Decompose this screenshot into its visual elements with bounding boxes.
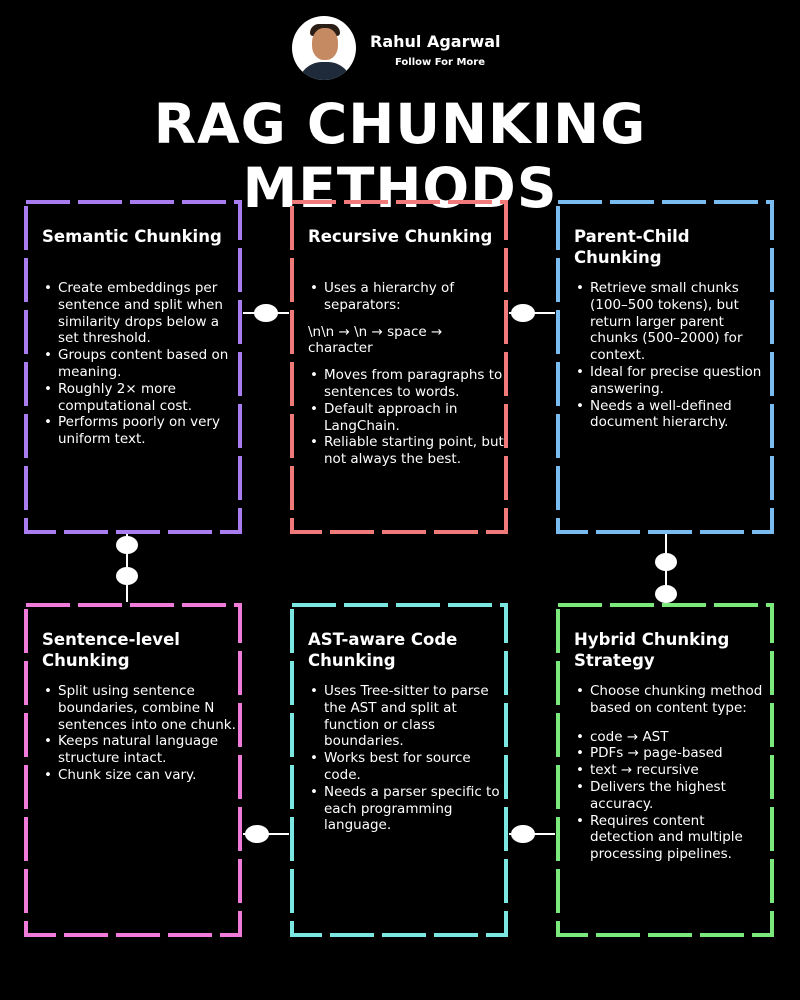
connector-dot <box>116 567 138 585</box>
bullet-item: code → AST <box>574 729 770 746</box>
bullet-item: Keeps natural language structure intact. <box>42 733 238 767</box>
avatar <box>292 16 356 80</box>
bullet-item: Roughly 2× more computational cost. <box>42 381 238 415</box>
bullet-item: Groups content based on meaning. <box>42 347 238 381</box>
card-body: Retrieve small chunks (100–500 tokens), … <box>574 280 770 431</box>
dashed-border <box>290 200 508 534</box>
connector-dot <box>655 553 677 571</box>
bullet-item: Moves from paragraphs to sentences to wo… <box>308 367 504 401</box>
page-title: RAG CHUNKING METHODS <box>153 92 647 220</box>
method-card: AST-aware Code ChunkingUses Tree-sitter … <box>290 603 508 937</box>
bullet-item: Delivers the highest accuracy. <box>574 779 770 813</box>
bullet-item: Works best for source code. <box>308 750 504 784</box>
bullet-item: Chunk size can vary. <box>42 767 238 784</box>
card-title: Recursive Chunking <box>308 227 493 246</box>
bullet-item: Requires content detection and multiple … <box>574 813 770 863</box>
method-card: Sentence-level ChunkingSplit using sente… <box>24 603 242 937</box>
bullet-item: PDFs → page-based <box>574 745 770 762</box>
bullet-item: Needs a well-defined document hierarchy. <box>574 398 770 432</box>
connector-dot <box>511 304 535 322</box>
method-card: Parent-Child ChunkingRetrieve small chun… <box>556 200 774 534</box>
bullet-item: Reliable starting point, but not always … <box>308 434 504 468</box>
card-body: Uses a hierarchy of separators: \n\n → \n… <box>308 280 504 468</box>
bullet-item: Needs a parser specific to each programm… <box>308 784 504 834</box>
bullet-item: Split using sentence boundaries, combine… <box>42 683 238 733</box>
bullet-item: Performs poorly on very uniform text. <box>42 414 238 448</box>
bullet-item: Uses Tree-sitter to parse the AST and sp… <box>308 683 504 750</box>
bullet-item: text → recursive <box>574 762 770 779</box>
bullet-item: Ideal for precise question answering. <box>574 364 770 398</box>
bullet-item: Retrieve small chunks (100–500 tokens), … <box>574 280 770 364</box>
method-card: Hybrid Chunking StrategyChoose chunking … <box>556 603 774 937</box>
connector-dot <box>254 304 278 322</box>
dashed-border <box>556 200 774 534</box>
dashed-border <box>290 603 508 937</box>
card-body: Choose chunking method based on content … <box>574 683 770 863</box>
bullet-item: Choose chunking method based on content … <box>574 683 770 717</box>
card-title: Parent-Child Chunking <box>574 227 690 267</box>
method-card: Semantic ChunkingCreate embeddings per s… <box>24 200 242 534</box>
connector-dot <box>655 585 677 603</box>
bullet-item: Default approach in LangChain. <box>308 401 504 435</box>
dashed-border <box>556 603 774 937</box>
separator-note: \n\n → \n → space → character <box>308 323 443 357</box>
card-title: Sentence-level Chunking <box>42 630 180 670</box>
card-body: Uses Tree-sitter to parse the AST and sp… <box>308 683 504 834</box>
dashed-border <box>24 200 242 534</box>
bullet-item: Create embeddings per sentence and split… <box>42 280 238 347</box>
connector-dot <box>116 536 138 554</box>
card-body: Split using sentence boundaries, combine… <box>42 683 238 784</box>
card-title: Semantic Chunking <box>42 227 222 246</box>
author-tagline: Follow For More <box>395 57 485 68</box>
author-name: Rahul Agarwal <box>370 32 501 51</box>
card-body: Create embeddings per sentence and split… <box>42 280 238 448</box>
method-card: Recursive ChunkingUses a hierarchy of se… <box>290 200 508 534</box>
dashed-border <box>24 603 242 937</box>
card-title: Hybrid Chunking Strategy <box>574 630 730 670</box>
connector-dot <box>511 825 535 843</box>
bullet-item: Uses a hierarchy of separators: <box>308 280 504 314</box>
connector-dot <box>245 825 269 843</box>
card-title: AST-aware Code Chunking <box>308 630 458 670</box>
